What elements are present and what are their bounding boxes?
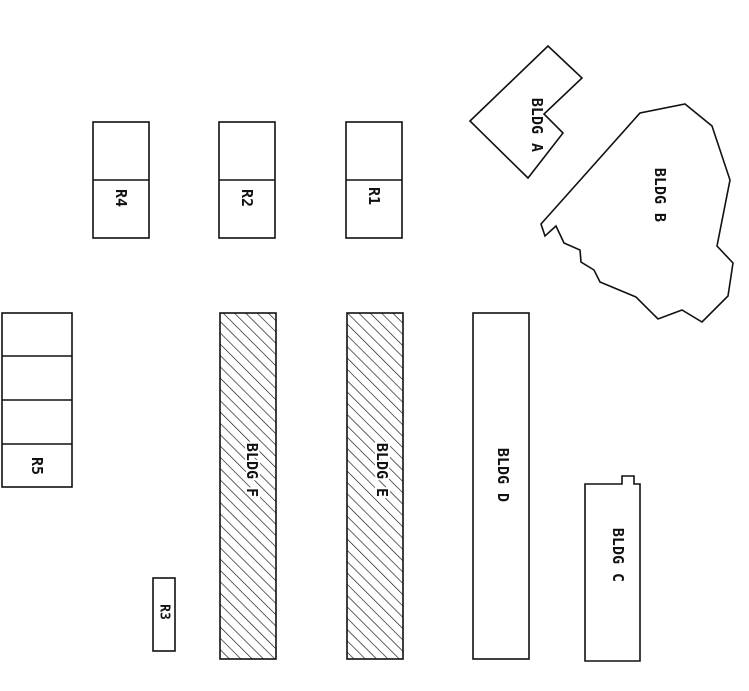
room-r5[interactable]: R5 [1, 312, 73, 488]
building-c[interactable]: BLDG C [584, 475, 641, 662]
room-r1[interactable]: R1 [345, 121, 403, 239]
room-r3-outline [152, 577, 176, 652]
building-a-label: BLDG A [528, 98, 546, 152]
building-f-outline [219, 312, 277, 660]
building-c-outline [584, 475, 641, 662]
building-a-outline [468, 44, 584, 180]
room-r2-label: R2 [238, 189, 256, 207]
room-r1-label: R1 [365, 187, 383, 205]
building-d-outline [472, 312, 530, 660]
room-r2[interactable]: R2 [218, 121, 276, 239]
room-r4-label: R4 [112, 189, 130, 207]
building-d[interactable]: BLDG D [472, 312, 530, 660]
room-r5-label: R5 [28, 457, 46, 475]
building-a[interactable]: BLDG A [468, 44, 584, 180]
building-e-outline [346, 312, 404, 660]
building-b-outline [540, 103, 734, 324]
building-b[interactable]: BLDG B [540, 103, 734, 324]
room-r4[interactable]: R4 [92, 121, 150, 239]
room-r3-label: R3 [157, 604, 172, 620]
building-d-label: BLDG D [494, 448, 512, 502]
building-c-label: BLDG C [609, 528, 627, 582]
building-b-label: BLDG B [651, 168, 669, 222]
building-e[interactable]: BLDG E [346, 312, 404, 660]
building-f[interactable]: BLDG F [219, 312, 277, 660]
building-e-label: BLDG E [373, 443, 391, 497]
building-f-label: BLDG F [243, 443, 261, 497]
room-r3[interactable]: R3 [152, 577, 176, 652]
